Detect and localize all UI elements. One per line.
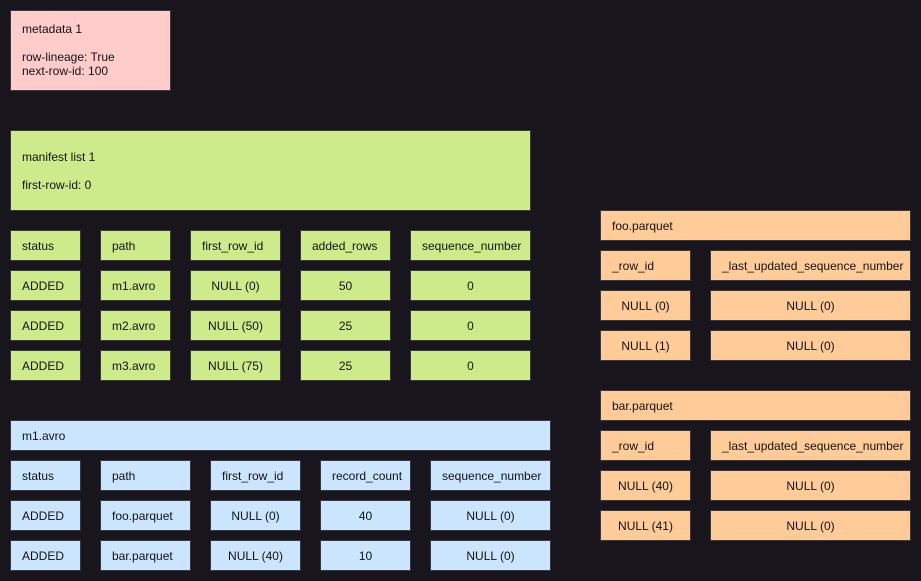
bar-parquet-column-header: _row_id — [600, 430, 691, 461]
foo-parquet-column-header: _last_updated_sequence_number — [710, 250, 911, 281]
foo-parquet-cell: NULL (0) — [710, 330, 911, 361]
bar-parquet-cell: NULL (41) — [600, 510, 691, 541]
metadata-title: metadata 1 — [22, 22, 83, 36]
manifest-list-box: manifest list 1 first-row-id: 0 — [10, 130, 531, 211]
manifest-list-cell: 50 — [300, 270, 391, 301]
manifest-list-cell: m2.avro — [100, 310, 171, 341]
manifest-cell: 40 — [320, 500, 411, 531]
foo-parquet-cell: NULL (1) — [600, 330, 691, 361]
manifest-cell: NULL (0) — [430, 540, 551, 571]
manifest-cell: 10 — [320, 540, 411, 571]
metadata-next-row-id: next-row-id: 100 — [22, 64, 109, 78]
manifest-list-cell: ADDED — [10, 310, 81, 341]
manifest-list-cell: 25 — [300, 350, 391, 381]
manifest-cell: ADDED — [10, 500, 81, 531]
manifest-list-cell: 25 — [300, 310, 391, 341]
foo-parquet-cell: NULL (0) — [600, 290, 691, 321]
data-file-title-bar: bar.parquet — [600, 390, 911, 421]
manifest-cell: ADDED — [10, 540, 81, 571]
manifest-list-column-header: added_rows — [300, 230, 391, 261]
metadata-row-lineage: row-lineage: True — [22, 50, 115, 64]
bar-parquet-column-header: _last_updated_sequence_number — [710, 430, 911, 461]
manifest-column-header: sequence_number — [430, 460, 551, 491]
manifest-column-header: path — [100, 460, 191, 491]
manifest-list-title: manifest list 1 — [22, 150, 96, 164]
manifest-list-cell: 0 — [410, 350, 531, 381]
manifest-title: m1.avro — [10, 420, 551, 451]
manifest-list-column-header: path — [100, 230, 171, 261]
manifest-column-header: first_row_id — [210, 460, 301, 491]
metadata-box: metadata 1 row-lineage: True next-row-id… — [10, 10, 171, 91]
foo-parquet-column-header: _row_id — [600, 250, 691, 281]
manifest-list-cell: ADDED — [10, 270, 81, 301]
data-file-title-foo: foo.parquet — [600, 210, 911, 241]
bar-parquet-cell: NULL (40) — [600, 470, 691, 501]
manifest-list-column-header: first_row_id — [190, 230, 281, 261]
manifest-list-cell: m3.avro — [100, 350, 171, 381]
bar-parquet-cell: NULL (0) — [710, 470, 911, 501]
manifest-cell: NULL (0) — [210, 500, 301, 531]
manifest-cell: bar.parquet — [100, 540, 191, 571]
manifest-cell: foo.parquet — [100, 500, 191, 531]
foo-parquet-cell: NULL (0) — [710, 290, 911, 321]
manifest-list-column-header: sequence_number — [410, 230, 531, 261]
manifest-list-first-row-id: first-row-id: 0 — [22, 178, 92, 192]
manifest-list-cell: NULL (50) — [190, 310, 281, 341]
manifest-column-header: status — [10, 460, 81, 491]
manifest-list-cell: NULL (0) — [190, 270, 281, 301]
manifest-column-header: record_count — [320, 460, 411, 491]
manifest-list-cell: ADDED — [10, 350, 81, 381]
bar-parquet-cell: NULL (0) — [710, 510, 911, 541]
manifest-list-cell: 0 — [410, 270, 531, 301]
manifest-list-cell: m1.avro — [100, 270, 171, 301]
manifest-list-column-header: status — [10, 230, 81, 261]
manifest-cell: NULL (0) — [430, 500, 551, 531]
manifest-list-cell: NULL (75) — [190, 350, 281, 381]
manifest-list-cell: 0 — [410, 310, 531, 341]
manifest-cell: NULL (40) — [210, 540, 301, 571]
